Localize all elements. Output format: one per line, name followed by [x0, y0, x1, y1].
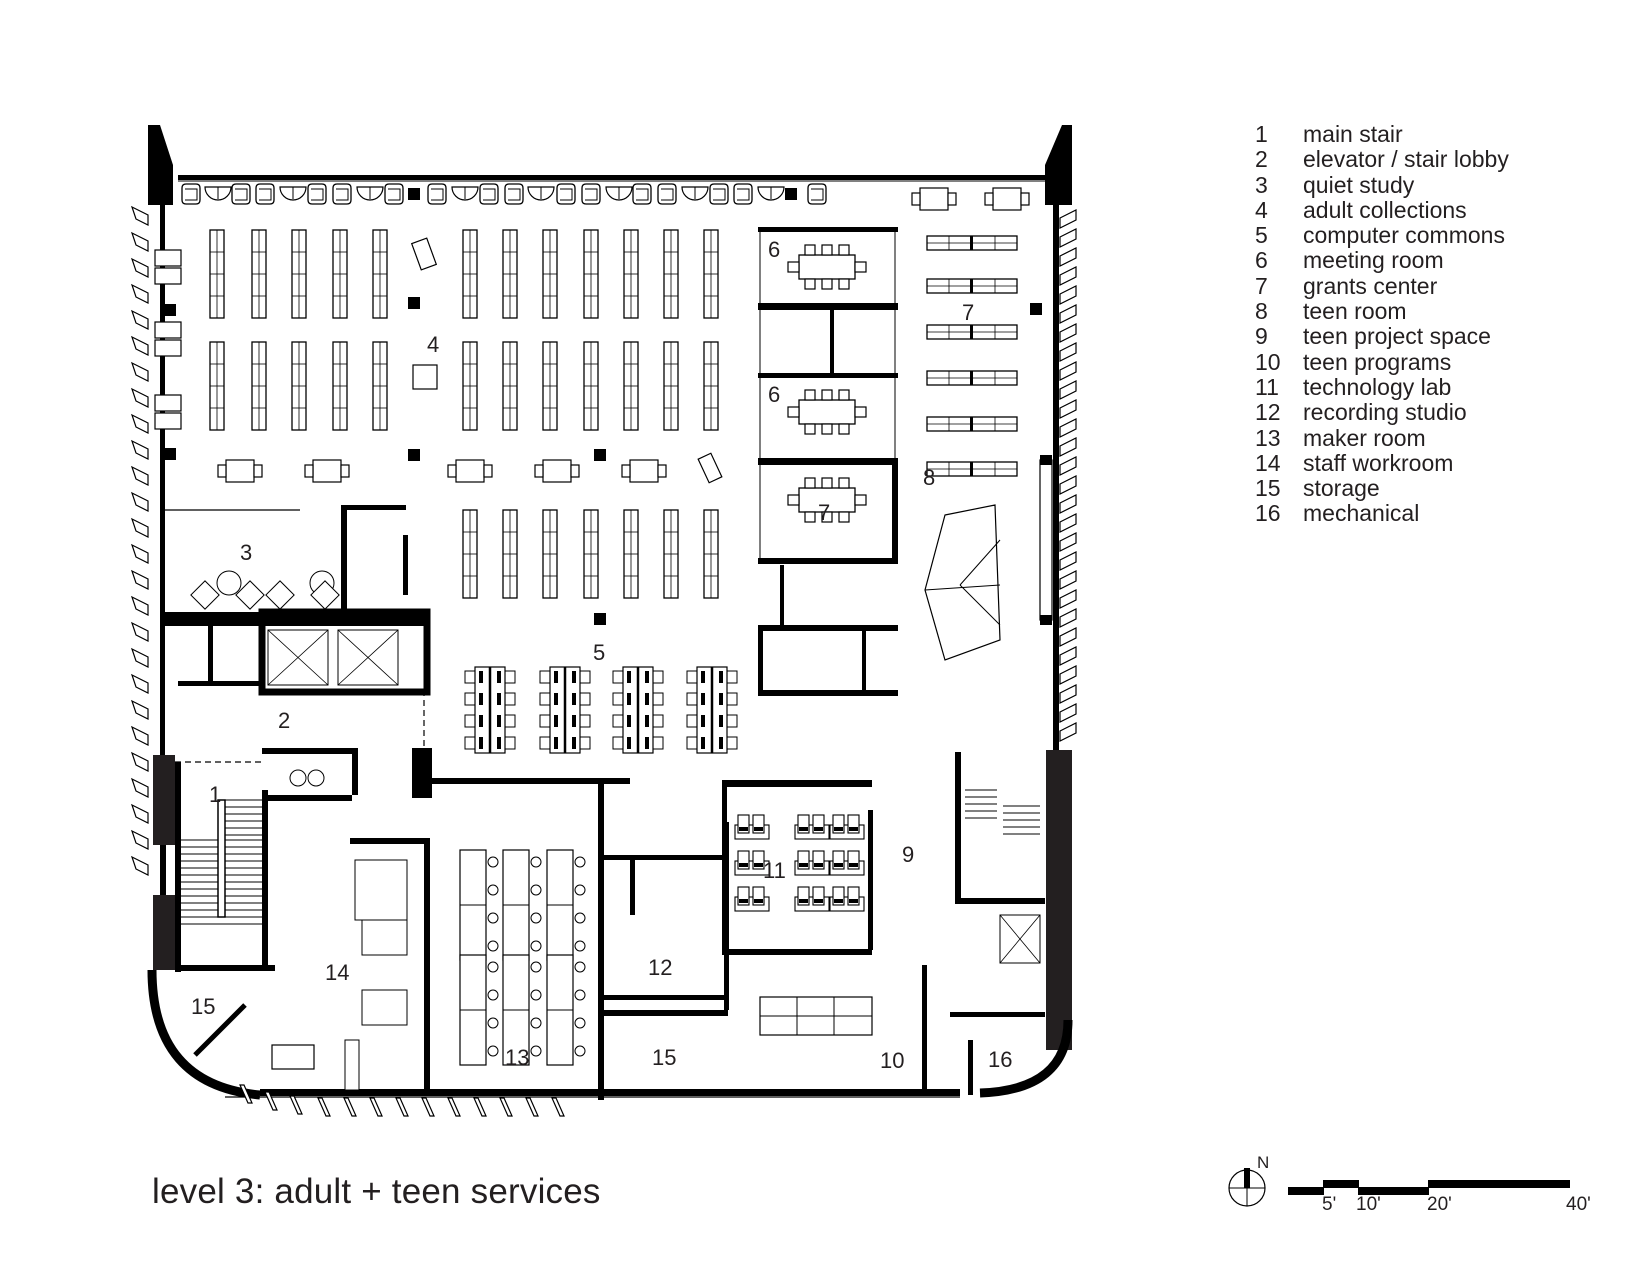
legend-item: 2 elevator / stair lobby [1255, 146, 1509, 173]
legend-label: maker room [1303, 424, 1426, 451]
legend-item: 13 maker room [1255, 424, 1509, 451]
lower-walls [175, 748, 1045, 1100]
legend-item: 10 teen programs [1255, 348, 1509, 375]
scale-label-5ft: 5' [1322, 1194, 1337, 1215]
perimeter-seating [181, 183, 827, 205]
legend-item: 9 teen project space [1255, 323, 1509, 350]
room-label-15a: 15 [191, 994, 215, 1019]
legend-label: adult collections [1303, 196, 1467, 223]
exterior-fins-right [1059, 209, 1077, 742]
scale-bar [1288, 1180, 1570, 1195]
legend-item: 14 staff workroom [1255, 449, 1509, 476]
legend-label: teen programs [1303, 348, 1452, 375]
legend-item: 6 meeting room [1255, 247, 1509, 274]
legend-label: quiet study [1303, 171, 1415, 198]
legend-label: technology lab [1303, 373, 1452, 400]
adult-collections-shelving [154, 229, 1042, 625]
legend-number: 5 [1255, 222, 1268, 249]
legend-label: staff workroom [1303, 449, 1454, 476]
scale-label-40ft: 40' [1566, 1194, 1591, 1215]
room-label-7b: 7 [962, 300, 974, 325]
north-arrow-icon [1228, 1168, 1266, 1207]
building-shell [147, 125, 1073, 1100]
room-label-4: 4 [427, 332, 439, 357]
legend-number: 12 [1255, 399, 1281, 426]
exterior-fins-left [131, 206, 149, 876]
legend-label: teen room [1303, 298, 1407, 325]
legend-label: meeting room [1303, 247, 1444, 274]
legend-number: 3 [1255, 171, 1268, 198]
computer-commons-pods [463, 665, 739, 755]
scale-label-10ft: 10' [1356, 1194, 1381, 1215]
legend-label: teen project space [1303, 323, 1491, 350]
legend-item: 12 recording studio [1255, 399, 1509, 426]
legend-label: recording studio [1303, 399, 1467, 426]
legend-number: 9 [1255, 323, 1268, 350]
legend-label: main stair [1303, 121, 1403, 147]
legend-item: 5 computer commons [1255, 222, 1509, 249]
legend-number: 10 [1255, 348, 1281, 375]
north-label: N [1257, 1153, 1270, 1172]
legend-label: elevator / stair lobby [1303, 146, 1509, 173]
legend-item: 8 teen room [1255, 298, 1509, 325]
legend-number: 11 [1255, 373, 1279, 400]
room-label-10: 10 [880, 1048, 904, 1073]
room-label-6a: 6 [768, 237, 780, 262]
legend-item: 7 grants center [1255, 272, 1509, 299]
teen-room-furniture [924, 455, 1053, 661]
room-label-8: 8 [923, 465, 935, 490]
legend-number: 2 [1255, 146, 1268, 173]
legend-number: 8 [1255, 298, 1268, 325]
legend-number: 13 [1255, 424, 1281, 451]
room-label-9: 9 [902, 842, 914, 867]
legend-number: 16 [1255, 500, 1281, 527]
room-label-5: 5 [593, 640, 605, 665]
room-label-15b: 15 [652, 1045, 676, 1070]
room-label-6b: 6 [768, 382, 780, 407]
legend-number: 15 [1255, 475, 1281, 502]
legend-label: computer commons [1303, 222, 1505, 249]
room-label-2: 2 [278, 708, 290, 733]
room-label-12: 12 [648, 955, 672, 980]
legend-number: 14 [1255, 449, 1281, 476]
legend-number: 6 [1255, 247, 1268, 274]
legend-item: 11 technology lab [1255, 373, 1509, 400]
legend-number: 7 [1255, 272, 1268, 299]
core-walls [165, 505, 431, 763]
legend-label: storage [1303, 475, 1380, 502]
legend-item: 1 main stair [1255, 121, 1509, 147]
room-label-16: 16 [988, 1047, 1012, 1072]
room-legend: 1 main stair 2 elevator / stair lobby 3 qui… [1255, 121, 1509, 527]
legend-item: 16 mechanical [1255, 500, 1509, 527]
legend-item: 15 storage [1255, 475, 1509, 502]
legend-item: 4 adult collections [1255, 196, 1509, 223]
room-label-13: 13 [505, 1045, 529, 1070]
room-label-1: 1 [209, 782, 221, 807]
page-title: level 3: adult + teen services [152, 1172, 601, 1211]
legend-label: mechanical [1303, 500, 1420, 527]
legend-number: 1 [1255, 121, 1268, 147]
legend-label: grants center [1303, 272, 1438, 299]
meeting-rooms [758, 187, 1030, 696]
legend-item: 3 quiet study [1255, 171, 1509, 198]
room-label-3: 3 [240, 540, 252, 565]
legend-number: 4 [1255, 196, 1268, 223]
scale-label-20ft: 20' [1427, 1194, 1452, 1215]
room-labels: 1 2 3 4 5 6 6 7 7 8 9 10 11 12 13 14 15 … [191, 237, 1012, 1073]
room-label-7a: 7 [818, 500, 830, 525]
room-label-14: 14 [325, 960, 349, 985]
room-label-11: 11 [763, 858, 786, 883]
